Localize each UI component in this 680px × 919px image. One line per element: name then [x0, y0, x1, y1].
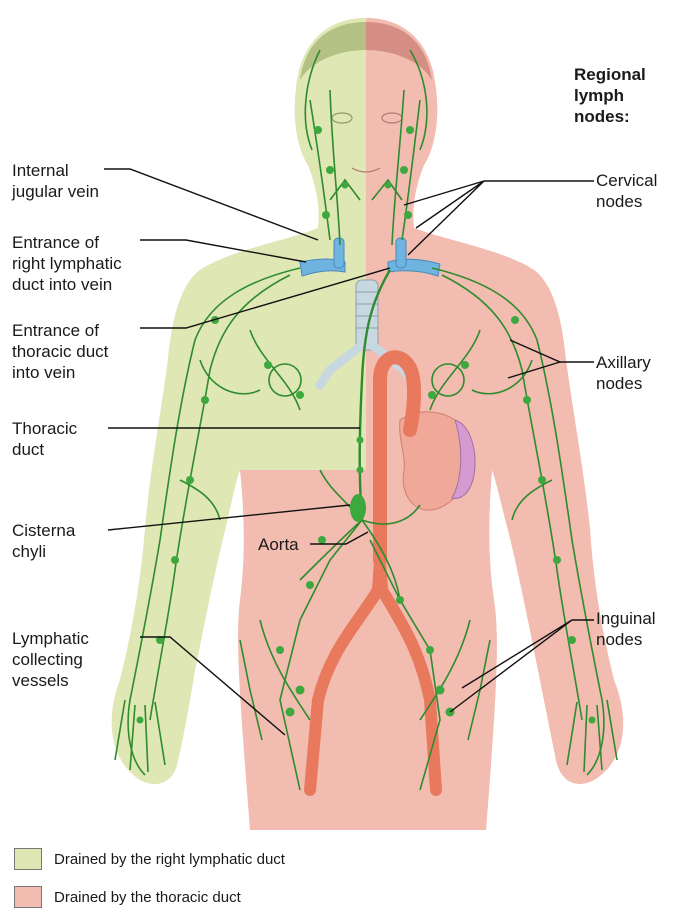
- legend-swatch-pink: [14, 886, 42, 908]
- legend-item-right-lymphatic: Drained by the right lymphatic duct: [14, 846, 285, 872]
- label-aorta: Aorta: [258, 534, 299, 555]
- legend-label-right-lymphatic: Drained by the right lymphatic duct: [54, 851, 285, 868]
- legend-label-thoracic: Drained by the thoracic duct: [54, 889, 241, 906]
- cisterna-chyli: [350, 494, 366, 522]
- legend-item-thoracic: Drained by the thoracic duct: [14, 884, 241, 910]
- legend-swatch-green: [14, 848, 42, 870]
- body-silhouette: [112, 18, 623, 830]
